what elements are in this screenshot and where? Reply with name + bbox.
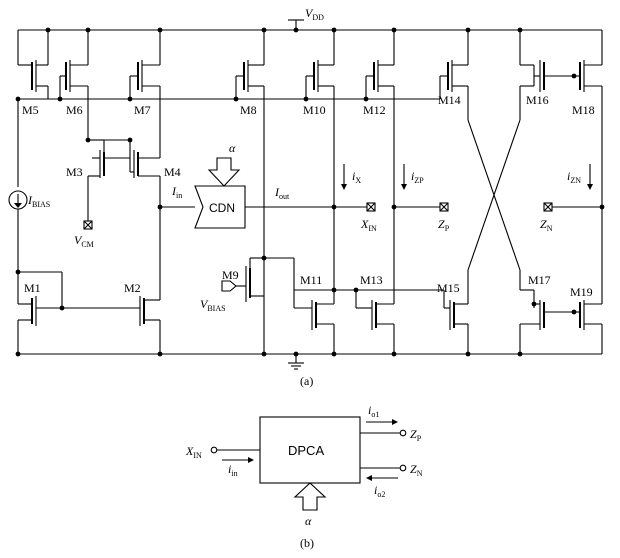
vbias-label: VBIAS: [200, 297, 226, 313]
caption-b: (b): [300, 536, 314, 550]
label-m9: M9: [222, 268, 239, 282]
label-m12: M12: [363, 103, 386, 117]
label-m16: M16: [526, 93, 549, 107]
vcm-label: VCM: [74, 233, 94, 249]
dpca-io2-label: io2: [374, 483, 385, 499]
transistor-m18: [574, 60, 603, 300]
xin-terminal: XIN iX: [334, 164, 377, 233]
dpca-zp-pin: [399, 429, 407, 437]
label-m5: M5: [22, 103, 39, 117]
schematic-a: VDD: [8, 6, 605, 388]
transistor-m1: [17, 271, 140, 354]
dpca-control-arrow: [293, 482, 327, 511]
label-m2: M2: [124, 281, 141, 295]
vdd-label: VDD: [305, 6, 324, 22]
zp-label: ZP: [438, 217, 450, 233]
dpca-xin-pin: [210, 446, 218, 454]
label-m3: M3: [66, 165, 83, 179]
vcm-terminal: VCM: [74, 220, 94, 249]
transistor-m16: [519, 30, 574, 120]
caption-a: (a): [300, 374, 313, 388]
dpca-label: DPCA: [288, 443, 324, 458]
junction-dots: [15, 27, 605, 357]
transistor-m15: [443, 270, 469, 354]
dpca-block-diagram: DPCA XIN iin ZP io1 ZN io2 α (b): [185, 403, 423, 550]
transistor-m3: [87, 139, 130, 221]
vbias-pin: [221, 280, 237, 292]
zn-label: ZN: [540, 217, 553, 233]
zp-terminal: ZP iZP: [394, 164, 450, 233]
label-m17: M17: [528, 273, 551, 287]
transistor-m12: [366, 30, 395, 300]
izn-label: iZN: [567, 169, 581, 185]
transistor-m13: [355, 290, 395, 354]
ibias-source: IBIAS: [8, 99, 50, 272]
label-m18: M18: [572, 103, 595, 117]
transistor-m6: [60, 30, 89, 140]
vdd-symbol: VDD: [288, 6, 324, 30]
transistor-m10: [306, 30, 335, 300]
label-m6: M6: [66, 103, 83, 117]
label-m11: M11: [300, 273, 322, 287]
cdn-label: CDN: [209, 201, 235, 215]
pmos-row: [18, 30, 603, 354]
izp-label: iZP: [411, 169, 424, 185]
transistor-labels: M5 M6 M7 M8 M10 M12 M14 M16 M18 M3 M4 M1…: [22, 93, 595, 299]
label-m14: M14: [438, 93, 461, 107]
iin-label: Iin: [171, 184, 182, 200]
transistor-m17: [519, 270, 574, 354]
label-m1: M1: [24, 281, 41, 295]
transistor-m2: [139, 290, 161, 354]
xin-label: XIN: [360, 217, 377, 233]
cdn-block: CDN α: [194, 141, 246, 229]
dpca-iin-label: iin: [228, 462, 238, 478]
ibias-label: IBIAS: [27, 193, 50, 209]
iout-label: Iout: [274, 185, 290, 201]
cdn-control-arrow: [207, 157, 241, 187]
transistor-m19: [574, 300, 603, 354]
transistor-m8: [236, 30, 265, 354]
label-m13: M13: [360, 273, 383, 287]
transistor-m14: [440, 30, 469, 120]
label-m15: M15: [437, 281, 460, 295]
cdn-alpha-label: α: [229, 141, 236, 155]
label-m8: M8: [240, 103, 257, 117]
transistor-m7: [130, 30, 161, 158]
dpca-zn-pin: [399, 464, 407, 472]
transistor-m5: [18, 30, 49, 100]
zn-terminal: ZN iZN: [540, 164, 602, 233]
dpca-xin-label: XIN: [185, 444, 202, 460]
label-m10: M10: [303, 103, 326, 117]
label-m4: M4: [164, 165, 181, 179]
label-m7: M7: [134, 103, 151, 117]
transistor-m4: [104, 139, 161, 290]
dpca-zn-label: ZN: [410, 462, 423, 478]
ix-label: iX: [352, 169, 361, 185]
transistor-m11: [293, 290, 335, 354]
dpca-io1-label: io1: [368, 403, 379, 419]
dpca-zp-label: ZP: [410, 427, 422, 443]
dpca-alpha-label: α: [305, 514, 312, 528]
transistor-m9: VBIAS: [200, 257, 264, 313]
cross-wire-2: [467, 119, 521, 271]
label-m19: M19: [570, 285, 593, 299]
